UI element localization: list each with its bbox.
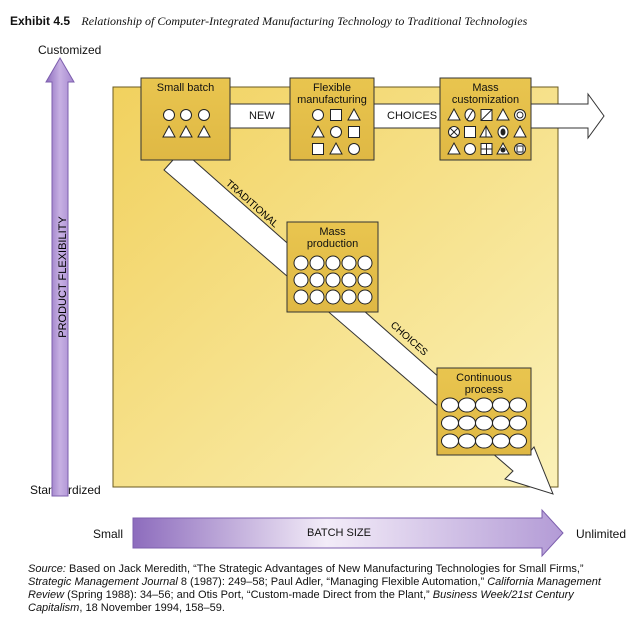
batch-size-label: BATCH SIZE [307,527,371,539]
flexible-manufacturing-title: Flexible manufacturing [297,82,367,106]
exhibit-number: Exhibit 4.5 [10,14,71,28]
product-flexibility-arrow [45,57,75,497]
exhibit-title: Relationship of Computer-Integrated Manu… [81,14,528,28]
continuous-process-box [436,367,532,456]
mass-production-box [286,221,379,313]
circle-icon [293,255,373,305]
new-choices-label: CHOICES [387,110,438,122]
small-batch-box [140,77,231,161]
quartered-square-icon [480,143,493,155]
x-axis-right-label: Unlimited [576,527,627,541]
circle-icon [163,109,210,121]
diamond-icon [497,125,509,139]
y-axis-top-label: Customized [38,43,102,57]
x-axis-left-label: Small [93,527,124,541]
triangle-icon [162,125,211,138]
flexible-manufacturing-box [289,77,375,161]
exhibit-header: Exhibit 4.5 Relationship of Computer-Int… [10,14,527,29]
ellipse-icon [441,397,527,449]
mass-customization-title: Mass customization [451,82,520,106]
product-flexibility-label: PRODUCT FLEXIBILITY [57,216,69,338]
batch-size-arrow [132,508,564,558]
crossed-circle-icon [514,109,526,121]
diagram-canvas: PRODUCT FLEXIBILITY TRADITIONAL CHOICES [45,57,605,558]
continuous-process-title: Continuous process [456,372,512,396]
small-batch-title: Small batch [156,82,215,94]
source-note: Source: Based on Jack Meredith, “The Str… [28,563,601,614]
mass-customization-box [439,77,532,161]
new-label: NEW [249,110,275,122]
mass-production-title: Mass production [306,226,359,250]
crossed-circle-icon [448,126,460,138]
